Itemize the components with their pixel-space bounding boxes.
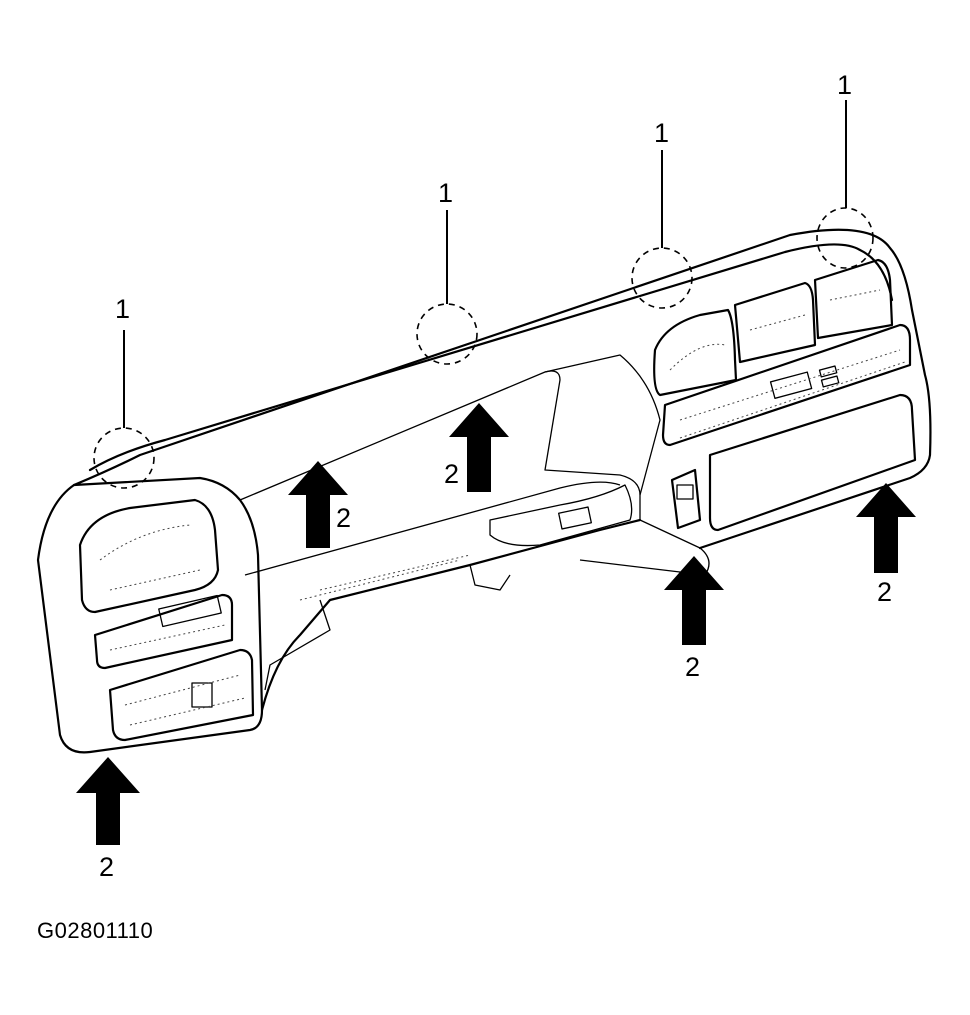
arrow-up-icon xyxy=(449,403,509,492)
callout-1-label-b: 1 xyxy=(438,178,453,208)
callout-1-label-d: 1 xyxy=(837,70,852,100)
callout-1-labels: 1 1 1 1 xyxy=(115,70,852,324)
callout-2-label-c: 2 xyxy=(444,459,459,489)
callout-2-label-b: 2 xyxy=(336,503,351,533)
dash-bezel xyxy=(36,228,932,754)
arrow-up-icon xyxy=(288,461,348,548)
callout-2-labels: 2 2 2 2 2 xyxy=(99,459,892,882)
figure-id: G02801110 xyxy=(37,918,154,943)
callout-2-label-a: 2 xyxy=(99,852,114,882)
callout-1-label-c: 1 xyxy=(654,118,669,148)
callout-2-label-e: 2 xyxy=(877,577,892,607)
arrow-up-icon xyxy=(856,483,916,573)
left-cluster xyxy=(78,498,255,742)
clip-circle-3 xyxy=(631,247,693,309)
push-arrows xyxy=(76,403,916,845)
leader-lines xyxy=(123,100,847,428)
lower-structure xyxy=(264,484,633,691)
callout-1-label-a: 1 xyxy=(115,294,130,324)
callout-2-label-d: 2 xyxy=(685,652,700,682)
clip-circle-4 xyxy=(816,207,874,269)
right-cluster xyxy=(653,258,917,532)
clip-circle-2 xyxy=(416,303,478,365)
arrow-up-icon xyxy=(664,556,724,645)
clip-circle-1 xyxy=(93,427,155,489)
arrow-up-icon xyxy=(76,757,140,845)
